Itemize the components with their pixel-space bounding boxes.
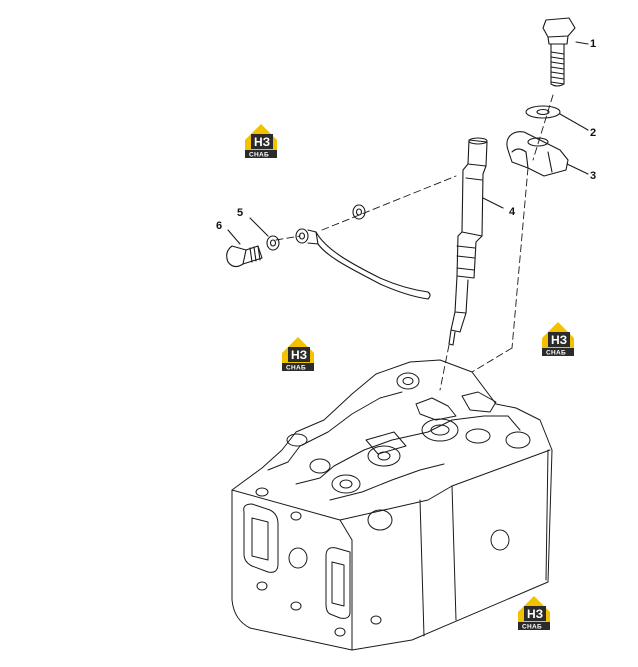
cylinder-head xyxy=(231,359,553,651)
callout-6: 6 xyxy=(216,220,222,232)
callout-2: 2 xyxy=(590,127,596,139)
svg-text:НЗ: НЗ xyxy=(291,348,307,362)
svg-text:СНАБ: СНАБ xyxy=(522,624,542,631)
washer-part xyxy=(525,105,561,119)
svg-text:НЗ: НЗ xyxy=(551,333,567,347)
svg-text:НЗ: НЗ xyxy=(527,607,543,621)
watermark-logo: НЗ СНАБ xyxy=(282,337,314,372)
banjo-bolt-part xyxy=(226,245,263,268)
svg-text:СНАБ: СНАБ xyxy=(249,152,269,159)
watermark-logo: НЗ СНАБ xyxy=(518,596,550,631)
callout-4: 4 xyxy=(509,206,516,218)
injector-part xyxy=(448,137,488,346)
svg-text:СНАБ: СНАБ xyxy=(286,365,306,372)
fuel-pipe xyxy=(295,204,431,300)
clamp-part xyxy=(506,131,569,177)
watermark-logo: НЗ СНАБ xyxy=(542,322,574,357)
bolt-part xyxy=(542,17,576,87)
svg-text:СНАБ: СНАБ xyxy=(546,350,566,357)
seal-washer-part xyxy=(266,235,280,251)
svg-text:НЗ: НЗ xyxy=(254,135,270,149)
callout-5: 5 xyxy=(237,207,243,219)
callout-3: 3 xyxy=(590,170,596,182)
callout-1: 1 xyxy=(590,38,596,50)
watermark-logo: НЗ СНАБ xyxy=(245,124,277,159)
